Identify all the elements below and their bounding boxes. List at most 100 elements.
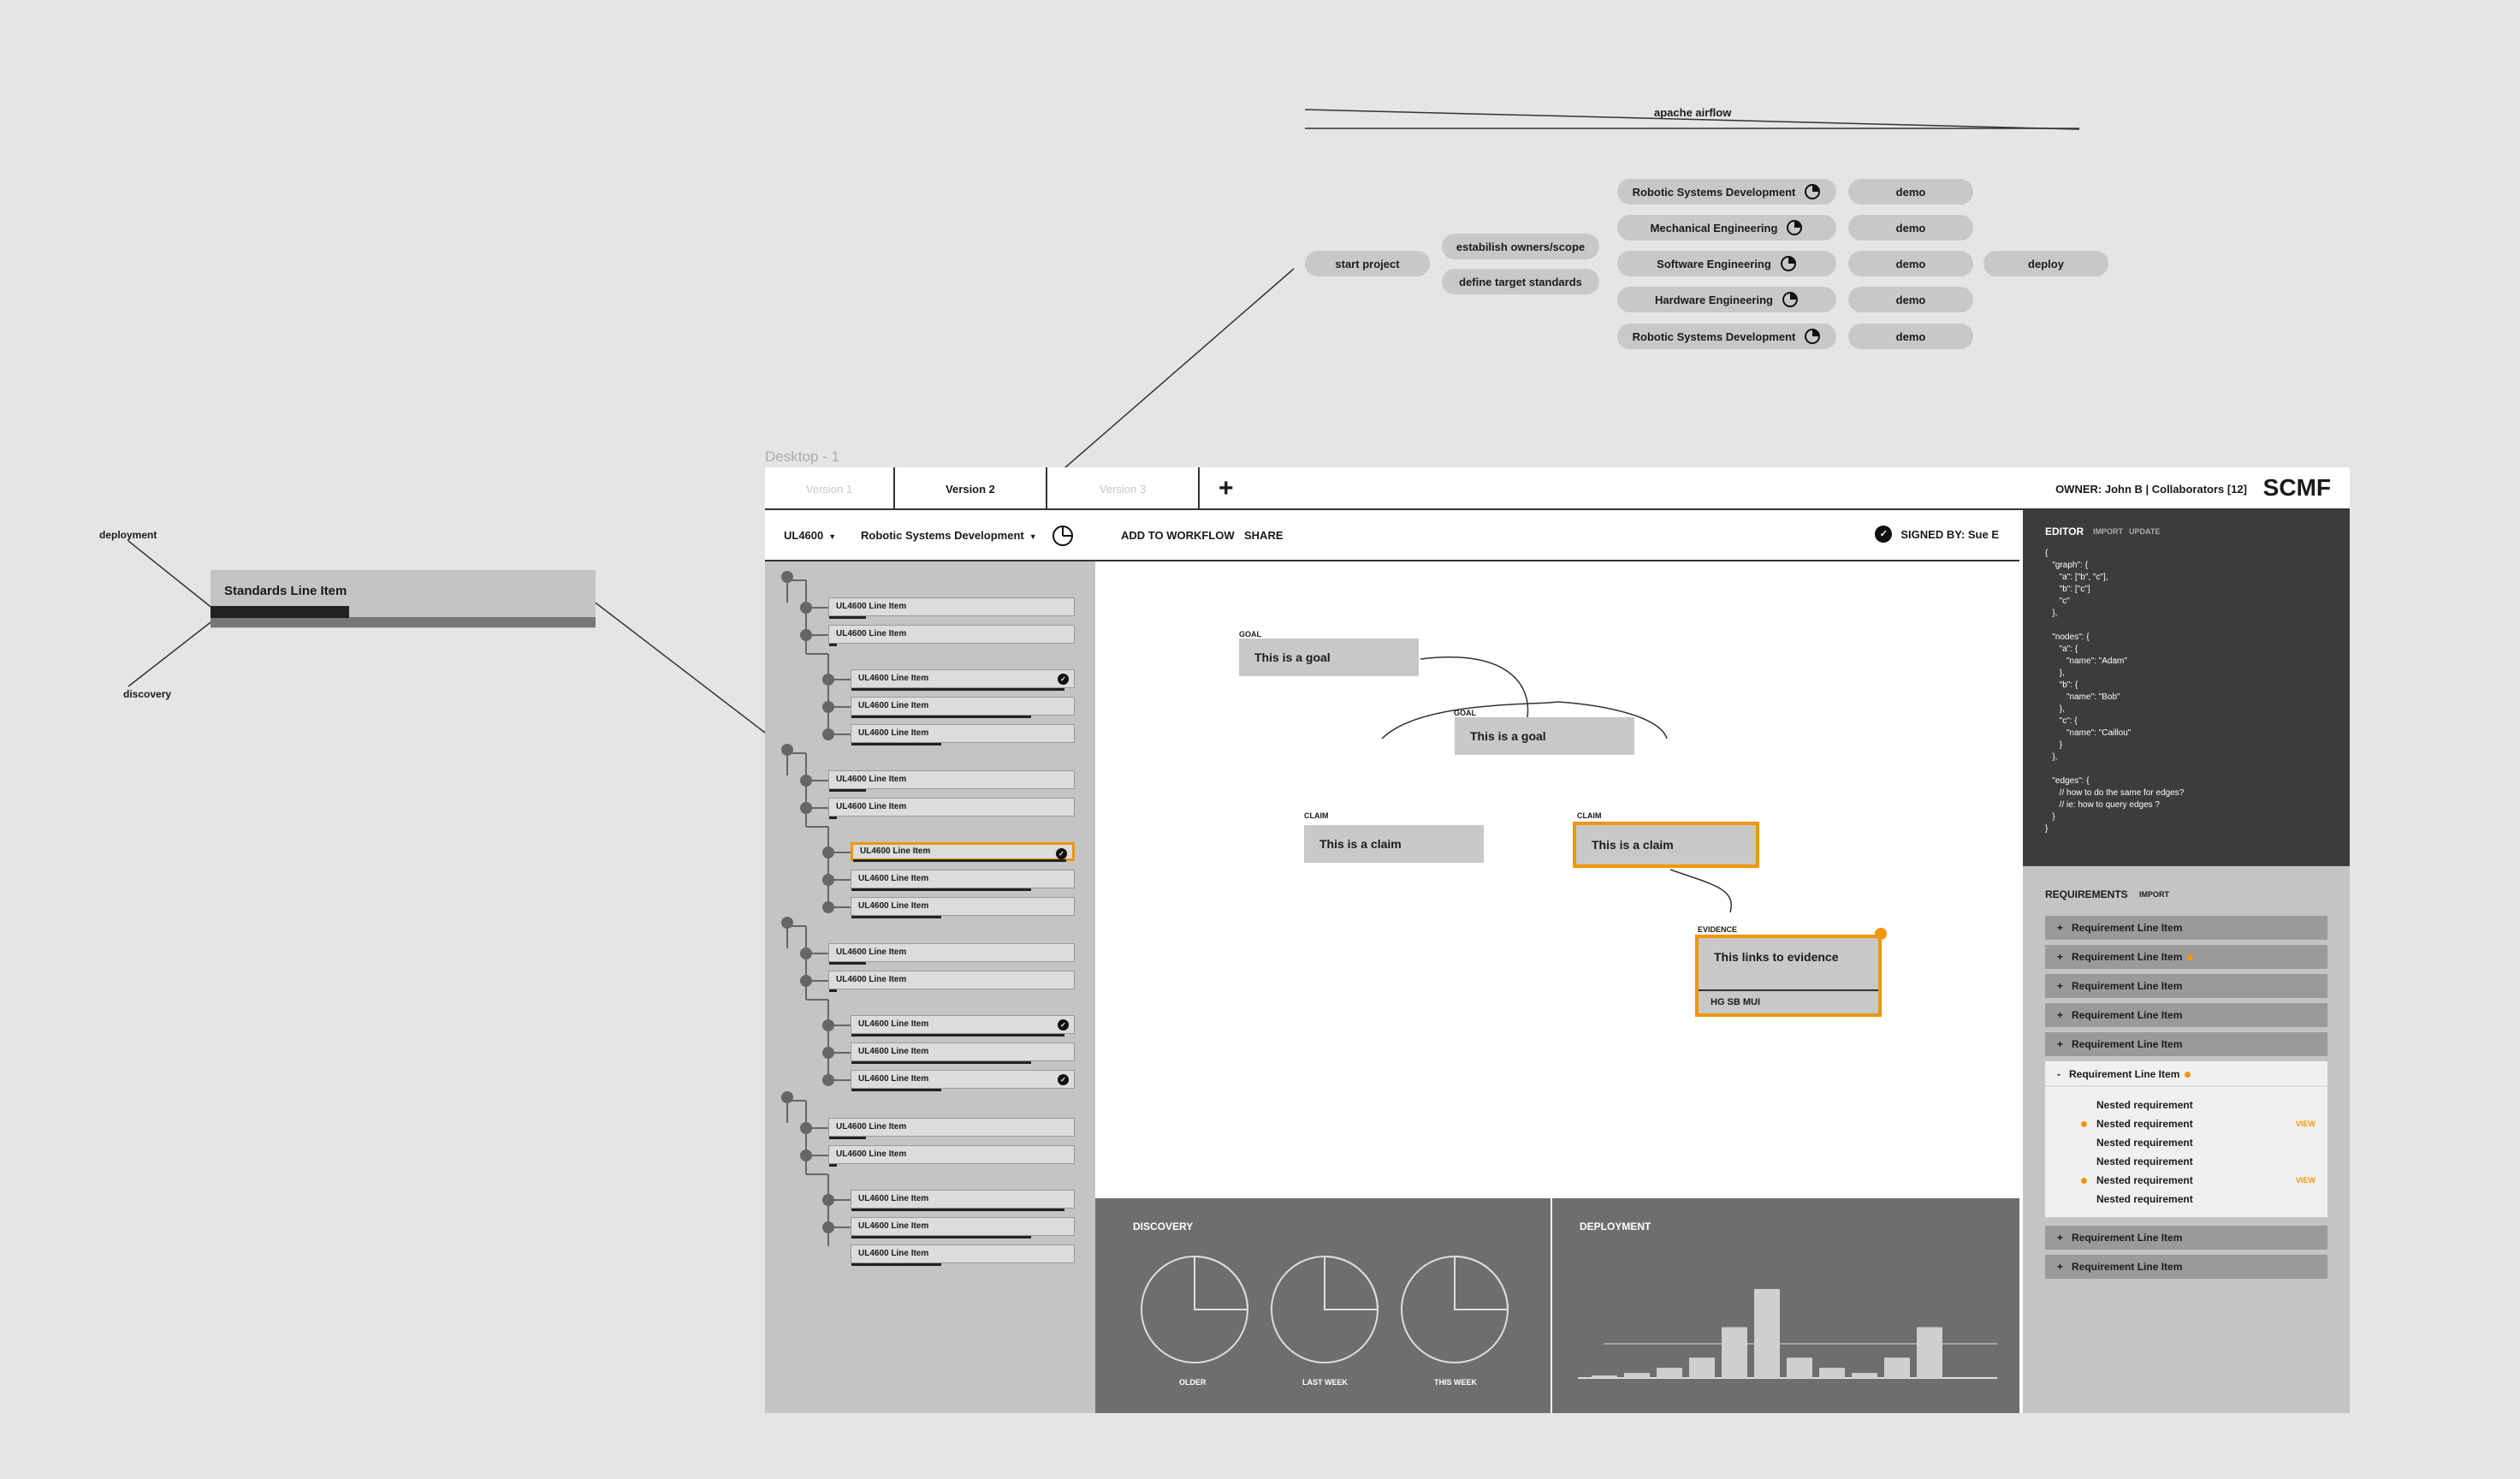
tree-line-item[interactable]: UL4600 Line Item [828, 971, 1075, 992]
tree-line-item[interactable]: UL4600 Line Item [851, 697, 1075, 718]
tree-line-item[interactable]: UL4600 Line Item [851, 1244, 1075, 1266]
requirement-row[interactable]: +Requirement Line Item [2045, 916, 2327, 940]
requirement-row[interactable]: +Requirement Line Item [2045, 1255, 2327, 1279]
standards-panel-header: UL4600▼ Robotic Systems Development▼ [765, 510, 1095, 561]
nested-requirement[interactable]: Nested requirement [2096, 1193, 2193, 1205]
workflow-discipline-2[interactable]: Mechanical Engineering [1617, 215, 1836, 241]
share-button[interactable]: SHARE [1244, 529, 1284, 542]
tree-line-item[interactable]: UL4600 Line Item [851, 1190, 1075, 1211]
workflow-step-start[interactable]: start project [1305, 251, 1430, 276]
tree-line-item[interactable]: UL4600 Line Item [851, 1217, 1075, 1238]
requirement-expanded-header[interactable]: -Requirement Line Item [2045, 1061, 2327, 1087]
goal-node[interactable]: This is a goal [1455, 717, 1634, 755]
nested-requirement[interactable]: Nested requirement [2096, 1099, 2193, 1111]
line-item-progress [851, 1061, 1031, 1064]
add-to-workflow-button[interactable]: ADD TO WORKFLOW [1121, 529, 1235, 542]
requirement-row[interactable]: +Requirement Line Item [2045, 1226, 2327, 1250]
add-tab-button[interactable]: + [1218, 474, 1234, 502]
discovery-pie-slice [1194, 1255, 1249, 1310]
workflow-step-owners[interactable]: estabilish owners/scope [1442, 234, 1599, 259]
discovery-pies [1141, 1255, 1509, 1363]
workflow-demo-5[interactable]: demo [1848, 324, 1973, 349]
discovery-title: DISCOVERY [1133, 1221, 1194, 1232]
tree-line-item[interactable]: UL4600 Line Item [828, 798, 1075, 819]
discipline-dropdown[interactable]: Robotic Systems Development▼ [861, 529, 1037, 542]
collapse-icon: - [2057, 1068, 2060, 1080]
workflow-demo-1[interactable]: demo [1848, 179, 1973, 205]
requirement-row[interactable]: +Requirement Line Item [2045, 945, 2327, 969]
requirement-row-label: Requirement Line Item [2072, 1038, 2183, 1050]
claim-node[interactable]: This is a claim [1304, 825, 1484, 863]
nested-requirement[interactable]: Nested requirement [2096, 1174, 2193, 1186]
frame-label: Desktop - 1 [765, 448, 839, 465]
workflow-demo-4[interactable]: demo [1848, 287, 1973, 312]
nested-requirement[interactable]: Nested requirement [2096, 1118, 2193, 1130]
deployment-bar [1689, 1357, 1715, 1378]
evidence-node[interactable]: This links to evidence HG SB MUI [1695, 935, 1882, 1017]
tab-version-1[interactable]: Version 1 [765, 467, 895, 510]
tree-line-item[interactable]: UL4600 Line Item [851, 897, 1075, 918]
evidence-footer: HG SB MUI [1699, 989, 1878, 1013]
standard-dropdown[interactable]: UL4600▼ [784, 529, 836, 542]
nested-requirement[interactable]: Nested requirement [2096, 1155, 2193, 1167]
workflow-discipline-1[interactable]: Robotic Systems Development [1617, 179, 1836, 205]
discipline-label: Robotic Systems Development [1632, 185, 1796, 199]
workflow-title: apache airflow [1654, 106, 1732, 119]
requirement-row-label: Requirement Line Item [2072, 922, 2183, 934]
deployment-bar [1657, 1368, 1682, 1378]
workflow-step-standards[interactable]: define target standards [1442, 269, 1599, 294]
tree-line-item-label: UL4600 Line Item [858, 1047, 929, 1056]
tree-line-item[interactable]: UL4600 Line Item [851, 724, 1075, 745]
workflow-demo-2[interactable]: demo [1848, 215, 1973, 241]
tree-line-item[interactable]: UL4600 Line Item [828, 597, 1075, 619]
view-link[interactable]: VIEW [2295, 1176, 2315, 1185]
evidence-handle[interactable] [1875, 928, 1887, 940]
claim-node-selected[interactable]: This is a claim [1573, 822, 1759, 868]
view-link[interactable]: VIEW [2295, 1120, 2315, 1128]
tree-line-item[interactable]: UL4600 Line Item✓ [851, 1070, 1075, 1091]
pie-chart-icon[interactable] [1051, 524, 1075, 548]
requirement-row-label: Requirement Line Item [2072, 1009, 2183, 1021]
workflow-demo-3[interactable]: demo [1848, 251, 1973, 276]
requirements-import-link[interactable]: IMPORT [2139, 890, 2169, 899]
deployment-title: DEPLOYMENT [1580, 1221, 1651, 1232]
workflow-discipline-5[interactable]: Robotic Systems Development [1617, 324, 1836, 349]
editor-code[interactable]: { "graph": { "a": ["b", "c"], "b": ["c"]… [2045, 549, 2185, 834]
tree-line-item[interactable]: UL4600 Line Item [851, 1042, 1075, 1064]
deployment-bar [1917, 1327, 1942, 1378]
tree-line-item[interactable]: UL4600 Line Item [828, 1118, 1075, 1139]
workflow-discipline-4[interactable]: Hardware Engineering [1617, 287, 1836, 312]
tree-line-item[interactable]: UL4600 Line Item [828, 770, 1075, 792]
goal-node[interactable]: This is a goal [1239, 639, 1419, 676]
tree-line-item[interactable]: UL4600 Line Item✓ [851, 842, 1075, 862]
tab-version-2[interactable]: Version 2 [895, 467, 1047, 510]
discipline-dropdown-value: Robotic Systems Development [861, 529, 1024, 542]
deployment-bar [1754, 1289, 1780, 1378]
tree-line-item[interactable]: UL4600 Line Item✓ [851, 1015, 1075, 1036]
line-item-progress [851, 916, 941, 918]
requirement-row[interactable]: +Requirement Line Item [2045, 1003, 2327, 1027]
nested-requirement[interactable]: Nested requirement [2096, 1137, 2193, 1149]
standards-line-item[interactable]: Standards Line Item [210, 570, 596, 628]
deployment-bar [1624, 1373, 1650, 1378]
workflow-discipline-3[interactable]: Software Engineering [1617, 251, 1836, 276]
tree-line-item[interactable]: UL4600 Line Item [828, 943, 1075, 965]
workflow-step-deploy[interactable]: deploy [1983, 251, 2108, 276]
tree-line-item[interactable]: UL4600 Line Item [851, 870, 1075, 891]
line-item-progress [829, 616, 867, 619]
editor-update-link[interactable]: UPDATE [2129, 527, 2161, 536]
standards-panel: UL4600▼ Robotic Systems Development▼ UL4… [765, 510, 1095, 1413]
tree-line-item[interactable]: UL4600 Line Item [828, 625, 1075, 646]
line-item-progress [851, 688, 1064, 691]
tab-version-3[interactable]: Version 3 [1047, 467, 1200, 510]
expand-icon: + [2057, 1038, 2064, 1050]
requirement-row[interactable]: + Requirement Line Item [2045, 1032, 2327, 1056]
canvas-toolbar: ADD TO WORKFLOW SHARE ✓SIGNED BY: Sue E [1095, 510, 2019, 561]
tree-line-item[interactable]: UL4600 Line Item [828, 1145, 1075, 1167]
editor-import-link[interactable]: IMPORT [2093, 527, 2123, 536]
requirement-row[interactable]: +Requirement Line Item [2045, 974, 2327, 998]
expand-icon: + [2057, 980, 2064, 992]
owner-collaborators[interactable]: OWNER: John B | Collaborators [12] [2055, 483, 2247, 496]
tree-line-item[interactable]: UL4600 Line Item✓ [851, 669, 1075, 691]
